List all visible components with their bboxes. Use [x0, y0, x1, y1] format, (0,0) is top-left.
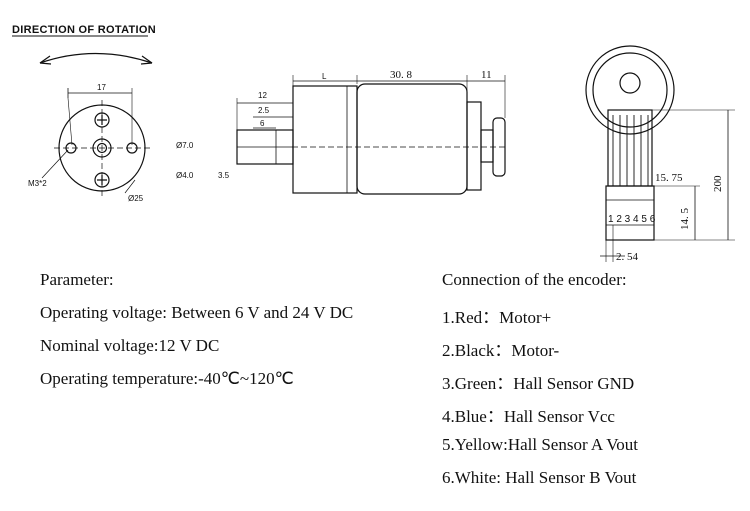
dim-l: L [322, 72, 327, 81]
encoder-pin-6: 6.White: Hall Sensor B Vout [442, 468, 637, 487]
dim-6: 6 [260, 119, 265, 128]
dim-2-5: 2.5 [258, 106, 270, 115]
pin-numbers: 1 2 3 4 5 6 [608, 214, 656, 225]
shaft-diameter-2-label: Ø4.0 [176, 171, 194, 180]
front-view [41, 88, 150, 196]
encoder-view [585, 45, 735, 262]
encoder-pin-4: 4.Blue：Hall Sensor Vcc [442, 407, 615, 426]
shaft-diameter-label: Ø7.0 [176, 141, 194, 150]
dim-14-5: 14. 5 [679, 208, 691, 231]
encoder-heading: Connection of the encoder: [442, 270, 627, 289]
diameter-label: Ø25 [128, 194, 144, 203]
operating-temperature: Operating temperature:-40℃~120℃ [40, 369, 294, 388]
screw-label: M3*2 [28, 179, 47, 188]
side-view [236, 75, 506, 195]
dim-2-54: 2. 54 [616, 251, 639, 263]
encoder-pin-5: 5.Yellow:Hall Sensor A Vout [442, 435, 639, 454]
motor-technical-drawing: DIRECTION OF ROTATION 17 M3*2 Ø25 [12, 24, 735, 263]
dim-12: 12 [258, 91, 267, 100]
encoder-pin-1: 1.Red：Motor+ [442, 308, 552, 327]
dim-17: 17 [97, 83, 106, 92]
nominal-voltage: Nominal voltage:12 V DC [40, 336, 220, 355]
operating-voltage: Operating voltage: Between 6 V and 24 V … [40, 303, 354, 322]
dim-11: 11 [481, 69, 492, 81]
dim-15-75: 15. 75 [655, 172, 683, 184]
rotation-arrow [39, 52, 153, 65]
dim-200: 200 [712, 175, 724, 192]
encoder-pin-3: 3.Green：Hall Sensor GND [442, 374, 635, 393]
dim-30-8: 30. 8 [390, 69, 413, 81]
parameter-heading: Parameter: [40, 270, 114, 289]
dim-3-5: 3.5 [218, 171, 230, 180]
direction-label: DIRECTION OF ROTATION [12, 24, 156, 36]
encoder-pin-2: 2.Black：Motor- [442, 341, 560, 360]
